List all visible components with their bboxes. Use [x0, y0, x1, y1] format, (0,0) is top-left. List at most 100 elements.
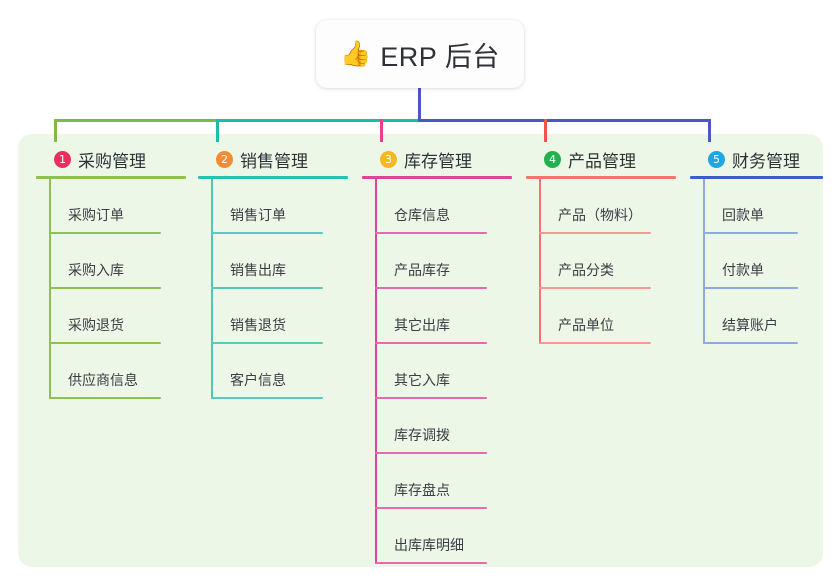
- leaf-item[interactable]: 库存盘点: [362, 454, 512, 509]
- leaf-rule: [49, 232, 161, 234]
- leaf-rule: [49, 342, 161, 344]
- leaf-label: 库存盘点: [394, 482, 450, 498]
- branch-rule-2: [198, 176, 348, 179]
- leaf-label: 仓库信息: [394, 207, 450, 223]
- leaf-item[interactable]: 其它出库: [362, 289, 512, 344]
- leaf-label: 产品（物料）: [558, 207, 642, 223]
- branch-title-1: 采购管理: [78, 151, 146, 171]
- leaf-rule: [375, 562, 487, 564]
- leaf-rule: [211, 397, 323, 399]
- leaf-item[interactable]: 销售出库: [198, 234, 348, 289]
- leaf-label: 产品分类: [558, 262, 614, 278]
- leaf-rule: [375, 452, 487, 454]
- branch-rule-5: [690, 176, 823, 179]
- root-title: ERP 后台: [380, 41, 500, 72]
- branch-header-1[interactable]: 1 采购管理: [36, 146, 186, 172]
- branch-drop-2: [216, 119, 219, 142]
- leaf-item[interactable]: 其它入库: [362, 344, 512, 399]
- leaf-item[interactable]: 付款单: [690, 234, 823, 289]
- leaf-label: 回款单: [722, 207, 764, 223]
- branch-badge-1: 1: [54, 150, 71, 168]
- leaf-item[interactable]: 采购退货: [36, 289, 186, 344]
- leaf-label: 其它入库: [394, 372, 450, 388]
- leaf-item[interactable]: 产品分类: [526, 234, 676, 289]
- leaf-label: 采购订单: [68, 207, 124, 223]
- branch-drop-5: [708, 119, 711, 142]
- branch-title-4: 产品管理: [568, 151, 636, 171]
- leaf-rule: [375, 232, 487, 234]
- leaf-item[interactable]: 出库库明细: [362, 509, 512, 564]
- leaf-label: 其它出库: [394, 317, 450, 333]
- leaf-rule: [211, 232, 323, 234]
- leaf-label: 采购入库: [68, 262, 124, 278]
- leaf-label: 付款单: [722, 262, 764, 278]
- connector-bar-teal: [216, 119, 421, 122]
- branch-1: 1 采购管理采购订单采购入库采购退货供应商信息: [36, 146, 186, 399]
- root-stem: [418, 88, 421, 122]
- branch-drop-1: [54, 119, 57, 142]
- branch-leaves-4: 产品（物料） 产品分类产品单位: [526, 179, 676, 344]
- leaf-item[interactable]: 销售订单: [198, 179, 348, 234]
- branch-title-5: 财务管理: [732, 151, 800, 171]
- connector-bar-green: [54, 119, 219, 122]
- branch-2: 2 销售管理销售订单销售出库销售退货客户信息: [198, 146, 348, 399]
- branch-5: 5 财务管理回款单付款单结算账户: [690, 146, 823, 344]
- leaf-item[interactable]: 回款单: [690, 179, 823, 234]
- branch-spine-3: [375, 179, 377, 564]
- leaf-item[interactable]: 采购订单: [36, 179, 186, 234]
- branch-badge-5: 5: [708, 150, 725, 168]
- leaf-rule: [211, 287, 323, 289]
- branch-header-4[interactable]: 4 产品管理: [526, 146, 676, 172]
- connector-bar-indigo: [418, 119, 711, 122]
- branch-title-2: 销售管理: [240, 151, 308, 171]
- leaf-item[interactable]: 客户信息: [198, 344, 348, 399]
- leaf-item[interactable]: 供应商信息: [36, 344, 186, 399]
- leaf-label: 销售出库: [230, 262, 286, 278]
- branch-rule-4: [526, 176, 676, 179]
- root-node[interactable]: 👍 ERP 后台: [316, 20, 524, 88]
- leaf-item[interactable]: 仓库信息: [362, 179, 512, 234]
- leaf-label: 采购退货: [68, 317, 124, 333]
- leaf-label: 库存调拨: [394, 427, 450, 443]
- branch-spine-5: [703, 179, 705, 344]
- leaf-rule: [375, 507, 487, 509]
- leaf-item[interactable]: 产品库存: [362, 234, 512, 289]
- leaf-label: 产品单位: [558, 317, 614, 333]
- leaf-label: 出库库明细: [394, 537, 464, 553]
- branch-drop-3: [380, 119, 383, 142]
- branch-drop-4: [544, 119, 547, 142]
- leaf-item[interactable]: 结算账户: [690, 289, 823, 344]
- leaf-rule: [539, 232, 651, 234]
- branch-badge-4: 4: [544, 150, 561, 168]
- branches-panel: [18, 134, 823, 567]
- leaf-label: 供应商信息: [68, 372, 138, 388]
- leaf-item[interactable]: 库存调拨: [362, 399, 512, 454]
- branch-spine-2: [211, 179, 213, 399]
- branch-leaves-2: 销售订单销售出库销售退货客户信息: [198, 179, 348, 399]
- leaf-rule: [375, 342, 487, 344]
- leaf-rule: [49, 397, 161, 399]
- leaf-rule: [49, 287, 161, 289]
- leaf-rule: [703, 287, 798, 289]
- leaf-rule: [375, 287, 487, 289]
- branch-badge-2: 2: [216, 150, 233, 168]
- leaf-label: 结算账户: [722, 317, 778, 333]
- leaf-rule: [375, 397, 487, 399]
- leaf-rule: [211, 342, 323, 344]
- branch-header-2[interactable]: 2 销售管理: [198, 146, 348, 172]
- branch-leaves-3: 仓库信息产品库存其它出库其它入库库存调拨库存盘点出库库明细: [362, 179, 512, 564]
- branch-rule-1: [36, 176, 186, 179]
- branch-title-3: 库存管理: [404, 151, 472, 171]
- branch-header-5[interactable]: 5 财务管理: [690, 146, 823, 172]
- branch-4: 4 产品管理产品（物料） 产品分类产品单位: [526, 146, 676, 344]
- branch-rule-3: [362, 176, 512, 179]
- leaf-item[interactable]: 产品单位: [526, 289, 676, 344]
- leaf-item[interactable]: 产品（物料）: [526, 179, 676, 234]
- leaf-item[interactable]: 销售退货: [198, 289, 348, 344]
- branch-leaves-1: 采购订单采购入库采购退货供应商信息: [36, 179, 186, 399]
- leaf-item[interactable]: 采购入库: [36, 234, 186, 289]
- branch-spine-4: [539, 179, 541, 344]
